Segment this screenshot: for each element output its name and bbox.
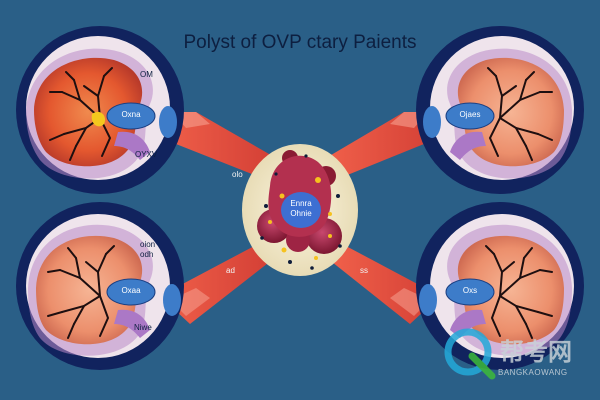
pills	[106, 102, 495, 306]
kidney-bottom-left-label-upper-2: odh	[140, 250, 154, 259]
kidney-top-left	[16, 26, 184, 194]
watermark-logo-icon	[444, 328, 496, 380]
kidney-bottom-left-label-upper-1: oion	[140, 240, 156, 249]
connector-label-lower-left: ad	[226, 266, 235, 275]
watermark-subtext: BANGKAOWANG	[498, 368, 568, 377]
kidney-bottom-right-vessels	[485, 245, 553, 339]
connector-label-upper-left: olo	[232, 170, 243, 179]
kidney-bottom-left-vessels	[47, 245, 115, 339]
kidney-top-right-vessels	[487, 67, 553, 161]
center-label-line-1: Ennra	[290, 199, 312, 208]
center-label-line-2: Ohnie	[290, 209, 312, 218]
connector-caps	[159, 106, 441, 316]
kidney-top-left-label-lower: OYXV	[135, 150, 158, 159]
kidney-top-left-label-upper: OM	[140, 70, 153, 79]
diagram-title: Polyst of OVP ctary Paients	[183, 32, 417, 53]
kidney-bottom-left	[16, 202, 184, 370]
watermark-text: 帮考网	[500, 337, 572, 366]
pill-label-top-left: Oxna	[121, 110, 141, 119]
pill-label-bottom-right: Oxs	[462, 286, 478, 295]
kidney-bottom-right	[416, 202, 584, 370]
central-organ-cluster	[242, 144, 358, 276]
kidney-bottom-left-label-lower: Niwe	[134, 323, 152, 332]
kidney-top-right	[416, 26, 584, 194]
pill-label-top-right: Ojaes	[459, 110, 481, 119]
connector-label-lower-right: ss	[360, 266, 368, 275]
pill-label-bottom-left: Oxaa	[121, 286, 141, 295]
